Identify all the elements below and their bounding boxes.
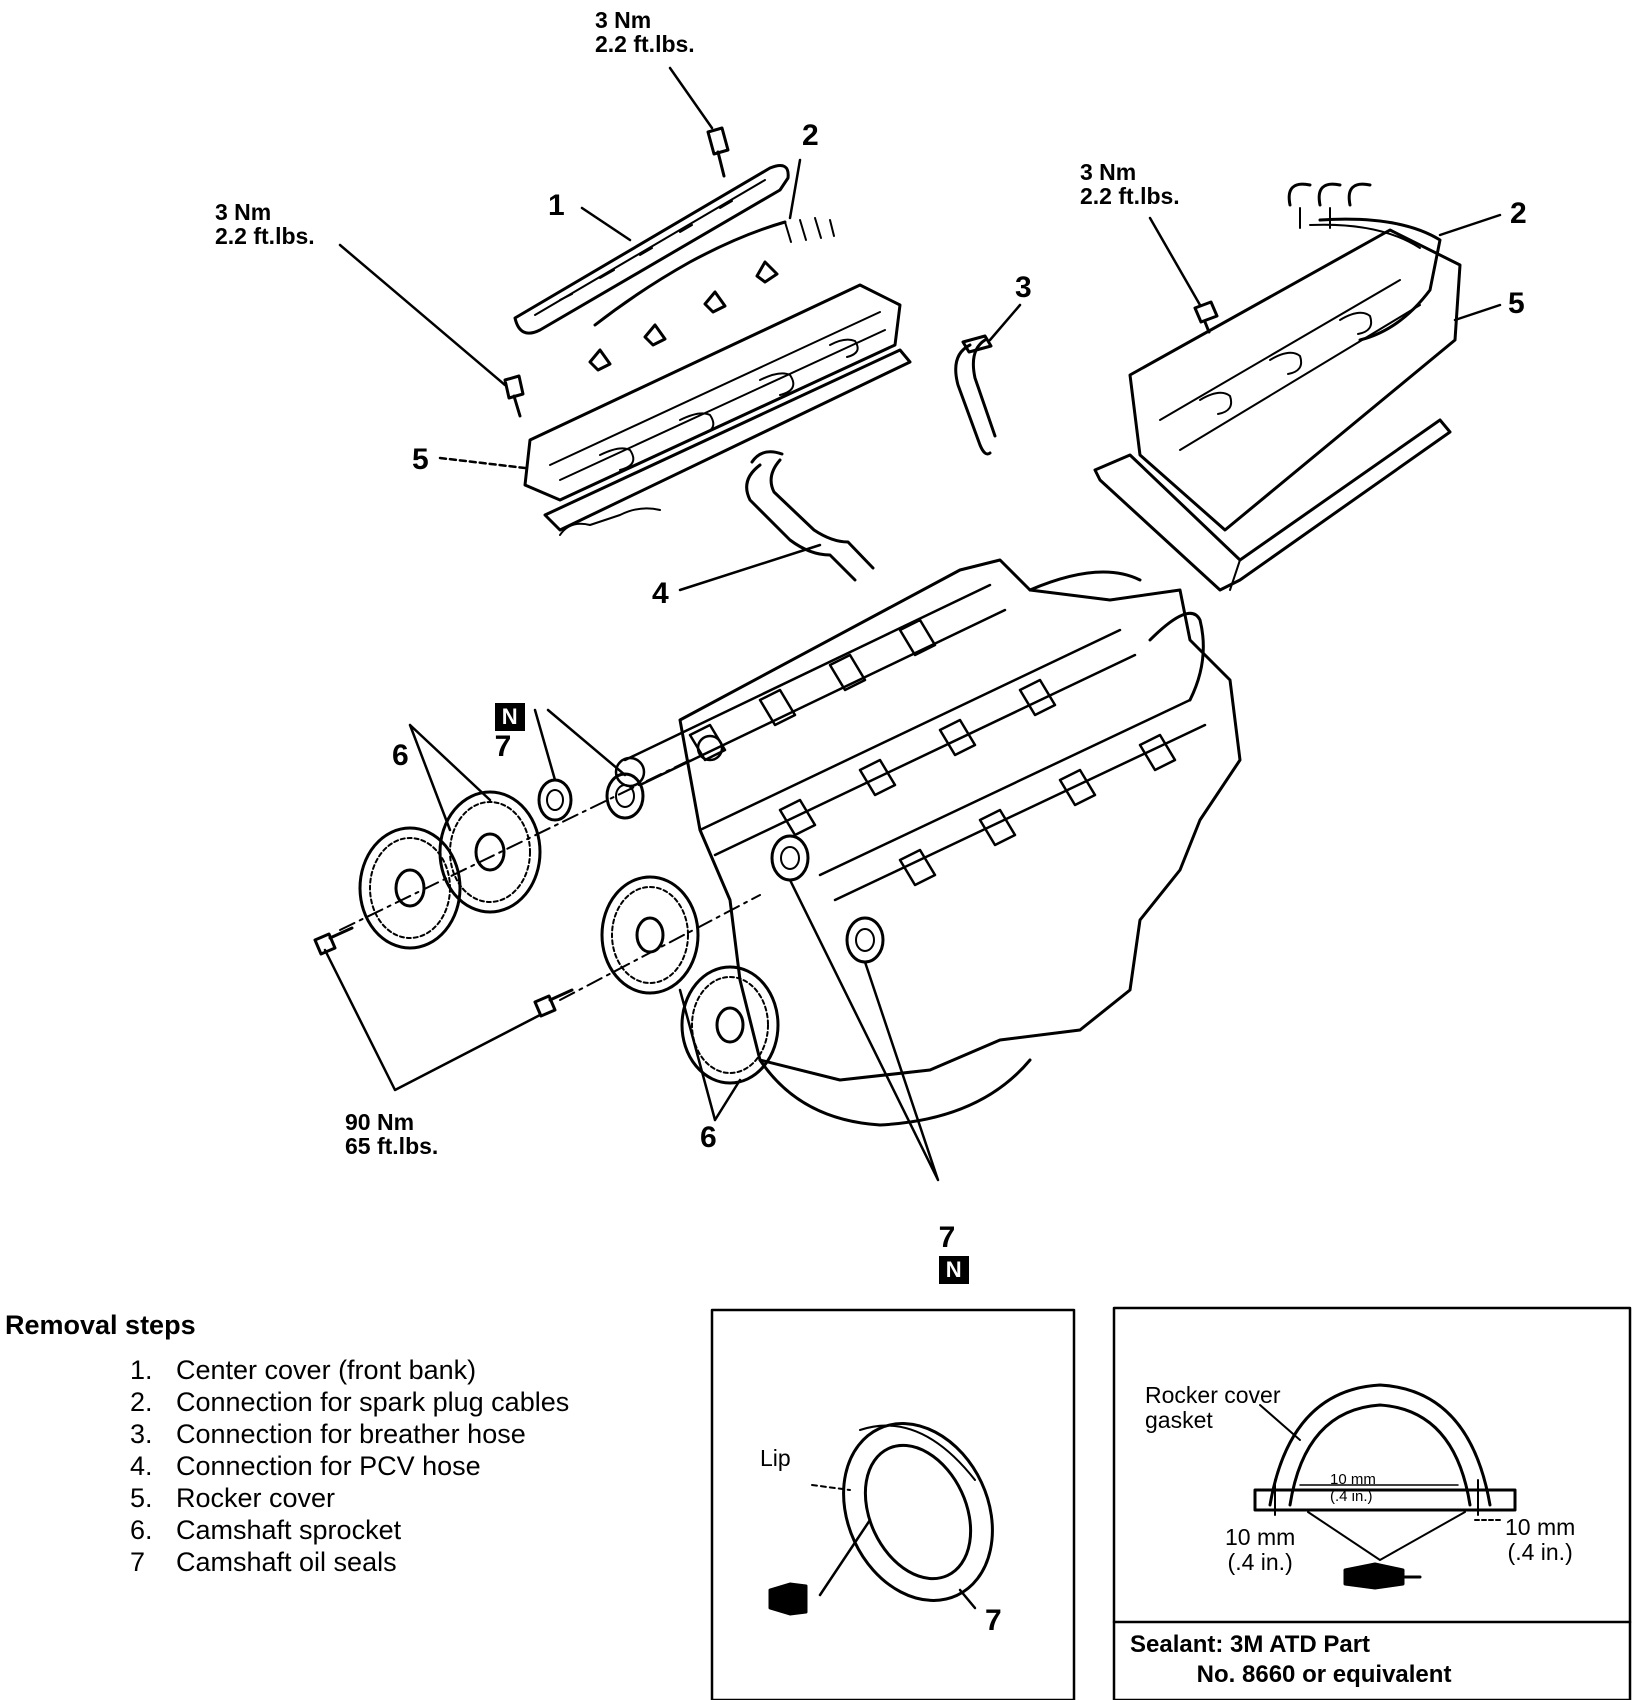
removal-step-number: 2.	[130, 1387, 153, 1417]
callout-7-lower: 7 N	[922, 1190, 969, 1285]
seal-inset-frame	[710, 1308, 1076, 1700]
breather-hose	[954, 334, 997, 456]
new-part-mark: N	[494, 702, 525, 731]
callout-7-upper-number: 7	[494, 730, 512, 763]
sealant-note: Sealant: 3M ATD Part No. 8660 or equival…	[1130, 1631, 1452, 1688]
torque-label-left-bolt: 3 Nm 2.2 ft.lbs.	[215, 199, 315, 250]
removal-steps-list: 1. Center cover (front bank) 2. Connection …	[130, 1354, 569, 1578]
removal-step-text: Camshaft sprocket	[176, 1515, 402, 1545]
torque-label-center-cover: 3 Nm 2.2 ft.lbs.	[595, 7, 695, 58]
cover-bolt-top	[706, 126, 730, 178]
camshaft-oil-seals	[537, 772, 885, 964]
rocker-cover-front	[523, 283, 912, 536]
callout-5-rear: 5	[1508, 287, 1525, 320]
gasket-right-dimension: 10 mm (.4 in.)	[1505, 1514, 1576, 1566]
removal-step-1: 1. Center cover (front bank)	[130, 1354, 569, 1386]
removal-step-2: 2. Connection for spark plug cables	[130, 1386, 569, 1418]
callout-1: 1	[548, 189, 565, 222]
removal-step-number: 5.	[130, 1483, 153, 1513]
spark-plug-cables-rear	[1287, 182, 1442, 342]
callout-6-rear: 6	[700, 1121, 717, 1154]
removal-step-text: Connection for PCV hose	[176, 1451, 481, 1481]
camshafts	[614, 583, 1207, 902]
removal-step-text: Center cover (front bank)	[176, 1355, 477, 1385]
removal-step-number: 3.	[130, 1419, 153, 1449]
removal-step-text: Connection for breather hose	[176, 1419, 526, 1449]
seal-lip-label: Lip	[760, 1445, 791, 1471]
center-lines	[339, 759, 761, 1001]
removal-step-6: 6. Camshaft sprocket	[130, 1514, 569, 1546]
removal-step-text: Connection for spark plug cables	[176, 1387, 570, 1417]
gasket-center-dimension: 10 mm (.4 in.)	[1330, 1471, 1376, 1505]
callout-7-lower-number: 7	[938, 1220, 956, 1254]
seal-part-number: 7	[985, 1604, 1002, 1637]
rocker-cover-rear	[1093, 228, 1462, 592]
removal-step-number: 6.	[130, 1515, 153, 1545]
removal-step-text: Rocker cover	[176, 1483, 336, 1513]
leader-lines	[323, 66, 1502, 1182]
removal-step-text: Camshaft oil seals	[176, 1547, 397, 1577]
removal-step-3: 3. Connection for breather hose	[130, 1418, 569, 1450]
new-part-mark-lower: N	[938, 1256, 969, 1285]
center-cover-front-bank	[513, 164, 790, 335]
removal-step-4: 4. Connection for PCV hose	[130, 1450, 569, 1482]
gasket-inset-frame	[1112, 1306, 1632, 1700]
pcv-hose	[745, 450, 875, 582]
gasket-detail	[1253, 1383, 1517, 1590]
callout-7-upper: N 7	[478, 668, 525, 763]
callout-6-front: 6	[392, 739, 409, 772]
engine-block	[678, 558, 1242, 1127]
gasket-left-dimension: 10 mm (.4 in.)	[1225, 1524, 1296, 1576]
callout-4: 4	[652, 577, 669, 610]
removal-step-number: 1.	[130, 1355, 153, 1385]
cover-bolt-right	[1193, 300, 1219, 334]
camshaft-sprockets	[358, 790, 780, 1085]
torque-label-sprocket-bolts: 90 Nm 65 ft.lbs.	[345, 1109, 439, 1160]
callout-2-rear: 2	[1510, 197, 1527, 230]
callout-5-front: 5	[412, 443, 429, 476]
torque-label-right-bolt: 3 Nm 2.2 ft.lbs.	[1080, 159, 1180, 210]
removal-steps-title: Removal steps	[5, 1310, 196, 1340]
removal-step-number: 7	[130, 1547, 146, 1577]
removal-step-number: 4.	[130, 1451, 153, 1481]
oil-seal-detail	[768, 1422, 994, 1616]
callout-2-front: 2	[802, 119, 819, 152]
sprocket-bolts	[313, 926, 574, 1018]
cover-bolt-left	[503, 374, 525, 418]
gasket-label: Rocker cover gasket	[1145, 1382, 1281, 1434]
callout-3: 3	[1015, 271, 1032, 304]
removal-step-7: 7 Camshaft oil seals	[130, 1546, 569, 1578]
removal-step-5: 5. Rocker cover	[130, 1482, 569, 1514]
spark-plug-cables-front	[588, 217, 835, 372]
